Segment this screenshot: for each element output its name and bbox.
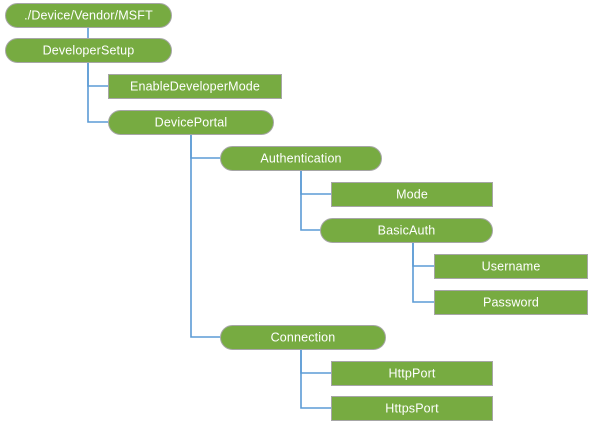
connector-deviceportal-to-connection	[190, 135, 220, 338]
node-label-password: Password	[483, 295, 539, 309]
node-deviceportal[interactable]: DevicePortal	[108, 110, 274, 135]
node-shape-username	[434, 254, 588, 279]
node-label-authentication: Authentication	[260, 151, 341, 165]
connector-layer	[87, 28, 434, 409]
node-shape-password	[434, 290, 588, 315]
node-username[interactable]: Username	[434, 254, 588, 279]
node-connection[interactable]: Connection	[220, 325, 386, 350]
node-shape-httpsport	[331, 396, 493, 421]
node-shape-root	[5, 3, 172, 28]
connector-basicauth-to-username	[412, 243, 434, 267]
connector-connection-to-httpsport	[300, 350, 331, 409]
node-shape-httpport	[331, 361, 493, 386]
node-shape-authentication	[220, 146, 382, 171]
node-label-enabledevelopermode: EnableDeveloperMode	[130, 79, 260, 93]
node-developersetup[interactable]: DeveloperSetup	[5, 38, 172, 63]
node-label-basicauth: BasicAuth	[378, 223, 436, 237]
node-label-mode: Mode	[396, 187, 428, 201]
node-shape-developersetup	[5, 38, 172, 63]
connector-connection-to-httpport	[300, 350, 331, 374]
node-httpport[interactable]: HttpPort	[331, 361, 493, 386]
node-shape-enabledevelopermode	[108, 74, 282, 99]
node-label-root: ./Device/Vendor/MSFT	[24, 8, 153, 22]
node-label-connection: Connection	[271, 330, 336, 344]
connector-authentication-to-mode	[300, 171, 331, 195]
node-authentication[interactable]: Authentication	[220, 146, 382, 171]
node-label-developersetup: DeveloperSetup	[43, 43, 135, 57]
node-label-deviceportal: DevicePortal	[155, 115, 228, 129]
connector-deviceportal-to-authentication	[190, 135, 220, 159]
node-shape-deviceportal	[108, 110, 274, 135]
node-label-username: Username	[482, 259, 541, 273]
node-httpsport[interactable]: HttpsPort	[331, 396, 493, 421]
node-label-httpport: HttpPort	[388, 366, 435, 380]
node-basicauth[interactable]: BasicAuth	[320, 218, 493, 243]
node-password[interactable]: Password	[434, 290, 588, 315]
connector-basicauth-to-password	[412, 243, 434, 303]
node-shape-connection	[220, 325, 386, 350]
node-mode[interactable]: Mode	[331, 182, 493, 207]
node-shape-mode	[331, 182, 493, 207]
connector-developersetup-to-enabledevelopermode	[87, 63, 108, 87]
node-layer: ./Device/Vendor/MSFT DeveloperSetupEnable…	[5, 3, 588, 421]
node-root[interactable]: ./Device/Vendor/MSFT	[5, 3, 172, 28]
node-shape-basicauth	[320, 218, 493, 243]
node-label-httpsport: HttpsPort	[385, 401, 439, 415]
connector-developersetup-to-deviceportal	[87, 63, 108, 123]
node-enabledevelopermode[interactable]: EnableDeveloperMode	[108, 74, 282, 99]
